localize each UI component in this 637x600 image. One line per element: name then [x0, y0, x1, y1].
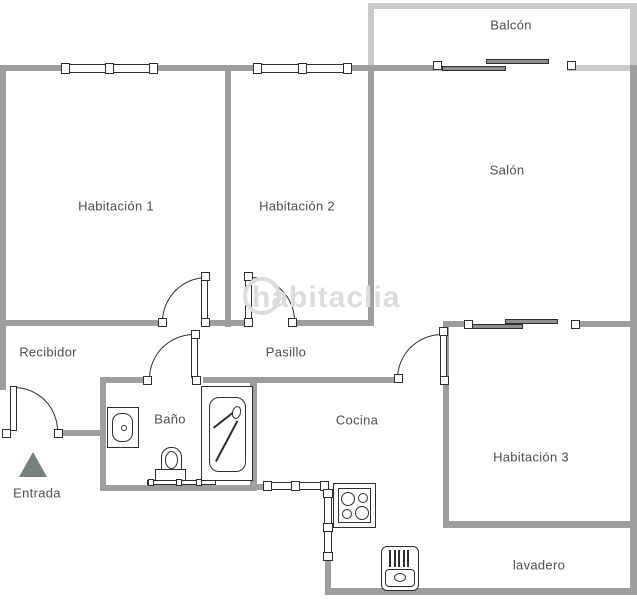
wall-bano-top [100, 377, 148, 383]
wall-balcony-left [368, 3, 374, 65]
door-leaf [10, 386, 17, 431]
room-label-habitacion-2: Habitación 2 [259, 198, 335, 214]
door-swing-arc [149, 334, 194, 379]
door-frame [54, 429, 63, 438]
door-swing-arc [14, 387, 58, 431]
window-post [323, 489, 333, 498]
window-post [298, 63, 307, 74]
toilet-seat [165, 451, 178, 469]
washer-knob [394, 573, 406, 582]
wall-salon-top-stub [374, 65, 436, 71]
sliding-panel [467, 324, 523, 329]
washer-vent [389, 550, 391, 567]
room-label-balcon: Balcón [490, 17, 532, 33]
door-frame [158, 318, 167, 327]
window-post [323, 523, 333, 532]
wall-bano-bottom [100, 485, 257, 491]
door-frame [394, 374, 403, 383]
washer-vent [398, 550, 400, 567]
door-frame [567, 61, 576, 70]
wall-hab3-left [443, 321, 449, 528]
wall-cocina-bottom-stub [257, 484, 266, 490]
window-post [61, 63, 70, 74]
window-post [149, 63, 158, 74]
wall-hab3-bottom [443, 521, 637, 528]
wall-bottom [325, 588, 637, 595]
door-frame [439, 327, 448, 336]
sink-drain [121, 425, 127, 431]
door-frame [201, 318, 210, 327]
room-label-habitacion-3: Habitación 3 [493, 449, 569, 465]
room-label-entrada: Entrada [13, 485, 61, 501]
door-frame [201, 272, 210, 281]
window-post [263, 481, 272, 491]
door-frame [2, 429, 11, 438]
sliding-panel [486, 59, 549, 64]
door-frame [192, 376, 201, 385]
watermark: habitaclia [243, 277, 400, 315]
sliding-panel [505, 319, 558, 324]
door-frame [244, 318, 253, 327]
wall-south-rooms-b [207, 320, 250, 326]
stove-burner [355, 506, 369, 520]
window-post [253, 63, 262, 74]
window-post [291, 481, 300, 491]
door-leaf [191, 336, 198, 378]
wall-left [0, 65, 6, 390]
wall-hab3-top-b [575, 321, 630, 327]
wall-balcony-top [368, 3, 637, 9]
wall-bano-left [100, 377, 106, 491]
step-foot [176, 479, 182, 486]
window-post [105, 63, 114, 74]
watermark-logo-ring [243, 277, 281, 315]
door-leaf [440, 335, 447, 377]
wall-hab3-top-a [443, 321, 470, 327]
room-label-habitacion-1: Habitación 1 [78, 198, 154, 214]
wall-hab1-hab2-divider [225, 71, 231, 327]
window-frame [464, 320, 473, 329]
door-frame [191, 330, 200, 339]
wall-bano-cocina-divider [250, 383, 257, 491]
step-foot [196, 479, 202, 486]
wall-balcony-right [630, 3, 637, 65]
door-frame [244, 272, 253, 281]
stove-burner [342, 509, 352, 519]
door-frame [440, 376, 449, 385]
door-frame [143, 376, 152, 385]
window-frame [571, 320, 580, 329]
room-label-lavadero: lavadero [512, 557, 566, 573]
room-label-salon: Salón [489, 162, 525, 178]
wall-pasillo-south [203, 377, 398, 383]
stove-burner [358, 493, 368, 503]
washer-vent [407, 550, 409, 567]
wall-top [0, 65, 374, 71]
door-leaf [201, 278, 208, 321]
room-label-cocina: Cocina [335, 412, 379, 428]
room-label-bano: Baño [154, 411, 186, 427]
room-label-pasillo: Pasillo [265, 344, 307, 360]
wall-salon-left [368, 65, 374, 325]
window-post [323, 552, 333, 561]
entrance-arrow-icon [19, 452, 47, 477]
wall-lavadero-left [325, 558, 331, 595]
sliding-panel [442, 66, 506, 71]
washer-vent [403, 550, 405, 567]
washer-vent [394, 550, 396, 567]
wall-south-rooms-c [293, 320, 374, 326]
door-frame [433, 61, 442, 70]
room-label-recibidor: Recibidor [19, 344, 77, 360]
wall-entrada [58, 430, 100, 436]
wall-south-rooms-a [0, 320, 163, 326]
step-foot [148, 479, 154, 486]
door-swing-arc [397, 334, 442, 379]
door-frame [288, 318, 297, 327]
window-post [343, 63, 352, 74]
stove-burner [341, 492, 355, 506]
wall-right [630, 65, 637, 595]
